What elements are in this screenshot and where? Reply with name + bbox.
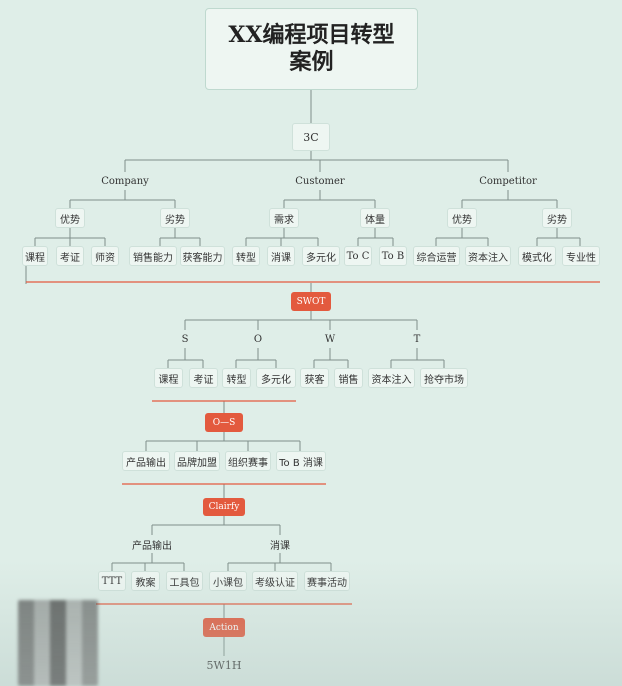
leaf-course[interactable]: 课程 [22, 246, 48, 266]
swot-letter-w[interactable]: W [324, 333, 336, 345]
swot-leaf-capital-injection[interactable]: 资本注入 [368, 368, 415, 388]
os-node[interactable]: O—S [205, 413, 243, 432]
node-competitor[interactable]: Competitor [479, 175, 537, 187]
node-customer-need[interactable]: 需求 [269, 208, 299, 228]
swot-leaf-seize-market[interactable]: 抢夺市场 [420, 368, 468, 388]
leaf-certification[interactable]: 考证 [56, 246, 84, 266]
swot-letter-s[interactable]: S [181, 333, 189, 345]
clarify-leaf-toolkit[interactable]: 工具包 [166, 571, 203, 591]
swot-letter-o[interactable]: O [253, 333, 263, 345]
leaf-acquisition-ability[interactable]: 获客能力 [180, 246, 225, 266]
swot-letter-t[interactable]: T [413, 333, 421, 345]
node-customer-volume[interactable]: 体量 [360, 208, 390, 228]
clarify-leaf-grade-certification[interactable]: 考级认证 [252, 571, 298, 591]
swot-leaf-sales[interactable]: 销售 [334, 368, 363, 388]
clarify-node[interactable]: Clairfy [203, 498, 245, 516]
action-child-5w1h[interactable]: 5W1H [206, 658, 242, 672]
leaf-diversification[interactable]: 多元化 [302, 246, 340, 266]
leaf-consume-course[interactable]: 消课 [267, 246, 295, 266]
leaf-sales-ability[interactable]: 销售能力 [129, 246, 177, 266]
os-leaf-product-output[interactable]: 产品输出 [122, 451, 170, 471]
os-leaf-brand-franchise[interactable]: 品牌加盟 [174, 451, 220, 471]
os-leaf-to-b-consume[interactable]: To B 消课 [276, 451, 326, 471]
node-competitor-advantage[interactable]: 优势 [447, 208, 477, 228]
node-company-advantage[interactable]: 优势 [55, 208, 85, 228]
clarify-leaf-ttt[interactable]: TTT [98, 571, 126, 591]
action-node[interactable]: Action [203, 618, 245, 637]
leaf-transformation[interactable]: 转型 [232, 246, 260, 266]
leaf-capital-injection[interactable]: 资本注入 [465, 246, 511, 266]
node-customer[interactable]: Customer [295, 175, 345, 187]
swot-node[interactable]: SWOT [291, 292, 331, 311]
node-company[interactable]: Company [101, 175, 149, 187]
root-node-3c[interactable]: 3C [292, 123, 330, 151]
title-line-2: 案例 [289, 49, 334, 75]
leaf-to-c[interactable]: To C [344, 246, 372, 266]
map-title: XX编程项目转型 案例 [205, 8, 418, 90]
swot-leaf-course[interactable]: 课程 [154, 368, 183, 388]
swot-leaf-certification[interactable]: 考证 [189, 368, 218, 388]
leaf-integrated-operation[interactable]: 综合运营 [413, 246, 460, 266]
clarify-branch-product-output[interactable]: 产品输出 [132, 540, 172, 552]
swot-leaf-acquisition[interactable]: 获客 [300, 368, 329, 388]
leaf-professionalism[interactable]: 专业性 [562, 246, 600, 266]
leaf-faculty[interactable]: 师资 [91, 246, 119, 266]
node-competitor-disadvantage[interactable]: 劣势 [542, 208, 572, 228]
blurred-watermark [18, 600, 98, 686]
os-leaf-organize-events[interactable]: 组织赛事 [225, 451, 271, 471]
clarify-leaf-lesson-plan[interactable]: 教案 [131, 571, 160, 591]
clarify-leaf-mini-course[interactable]: 小课包 [209, 571, 247, 591]
swot-leaf-diversification[interactable]: 多元化 [256, 368, 296, 388]
leaf-modularization[interactable]: 模式化 [518, 246, 556, 266]
leaf-to-b[interactable]: To B [379, 246, 407, 266]
node-company-disadvantage[interactable]: 劣势 [160, 208, 190, 228]
clarify-branch-consume-course[interactable]: 消课 [270, 540, 290, 552]
clarify-leaf-competition-events[interactable]: 赛事活动 [304, 571, 350, 591]
title-line-1: XX编程项目转型 [228, 21, 395, 48]
swot-leaf-transformation[interactable]: 转型 [222, 368, 251, 388]
